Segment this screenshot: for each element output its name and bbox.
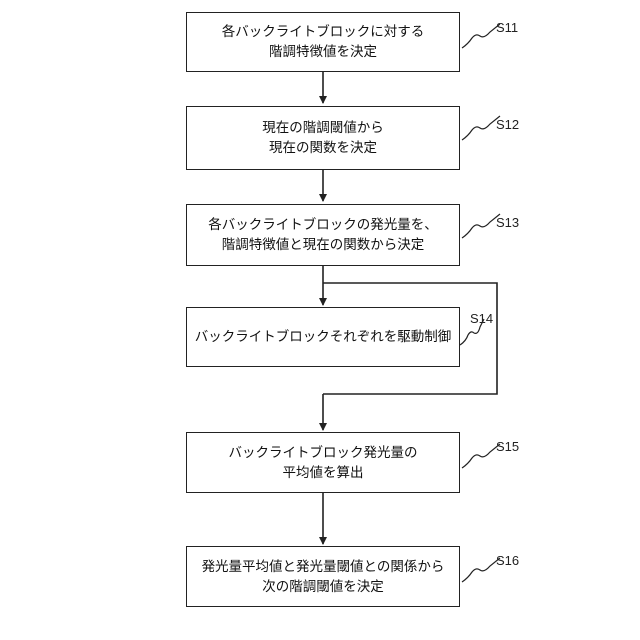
- step-box-s14: バックライトブロックそれぞれを駆動制御: [186, 307, 460, 367]
- step-text-line: バックライトブロックそれぞれを駆動制御: [195, 327, 452, 347]
- step-text-line: 発光量平均値と発光量閾値との関係から: [202, 557, 445, 577]
- step-box-s12: 現在の階調閾値から 現在の関数を決定: [186, 106, 460, 170]
- step-text-line: 各バックライトブロックの発光量を、: [208, 215, 438, 235]
- step-text-line: 階調特徴値を決定: [269, 42, 377, 62]
- step-box-s16: 発光量平均値と発光量閾値との関係から 次の階調閾値を決定: [186, 546, 460, 607]
- step-text-line: 次の階調閾値を決定: [262, 577, 384, 597]
- leader-s13: [462, 214, 500, 238]
- step-text-line: 階調特徴値と現在の関数から決定: [222, 235, 425, 255]
- step-box-s13: 各バックライトブロックの発光量を、 階調特徴値と現在の関数から決定: [186, 204, 460, 266]
- step-label-s16: S16: [496, 553, 519, 568]
- step-label-s13: S13: [496, 215, 519, 230]
- step-box-s11: 各バックライトブロックに対する 階調特徴値を決定: [186, 12, 460, 72]
- step-label-s12: S12: [496, 117, 519, 132]
- leader-s12: [462, 116, 500, 140]
- step-text-line: 現在の階調閾値から: [262, 118, 384, 138]
- step-text-line: 各バックライトブロックに対する: [222, 22, 425, 42]
- step-label-s14: S14: [470, 311, 493, 326]
- step-label-s15: S15: [496, 439, 519, 454]
- leader-s11: [462, 24, 500, 48]
- step-text-line: 平均値を算出: [283, 463, 364, 483]
- step-label-s11: S11: [496, 20, 518, 35]
- leader-s15: [462, 444, 500, 468]
- step-text-line: 現在の関数を決定: [269, 138, 377, 158]
- leader-s16: [462, 558, 500, 582]
- step-box-s15: バックライトブロック発光量の 平均値を算出: [186, 432, 460, 493]
- step-text-line: バックライトブロック発光量の: [229, 443, 418, 463]
